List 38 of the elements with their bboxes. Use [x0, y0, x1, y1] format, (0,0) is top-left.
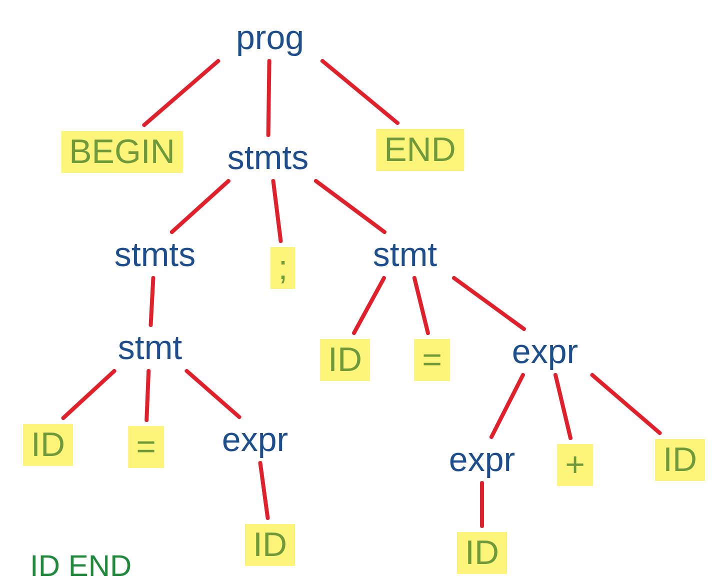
- nonterminal-symbol: prog: [236, 21, 304, 55]
- nonterminal-symbol: stmts: [114, 238, 196, 272]
- terminal-token: ID: [457, 532, 507, 574]
- nonterminal-symbol: expr: [448, 443, 516, 477]
- nonterminal-symbol: stmt: [118, 331, 182, 365]
- tree-branch: [554, 373, 572, 440]
- tree-branch: [320, 59, 400, 125]
- terminal-token: ID: [23, 424, 73, 466]
- nonterminal-symbol: stmts: [227, 141, 309, 175]
- terminal-token: BEGIN: [61, 131, 183, 173]
- nonterminal-symbol: expr: [512, 335, 578, 369]
- note-text: ID END: [30, 552, 132, 582]
- terminal-token: ID: [655, 439, 705, 481]
- terminal-token: +: [557, 444, 593, 486]
- tree-branch: [258, 461, 270, 520]
- nonterminal-symbol: stmt: [372, 238, 438, 272]
- tree-branch: [412, 276, 430, 335]
- terminal-token: ;: [270, 247, 296, 289]
- terminal-token: ID: [320, 339, 370, 381]
- tree-branch: [170, 179, 230, 234]
- terminal-token: =: [414, 339, 450, 381]
- tree-branch: [314, 179, 386, 234]
- tree-branch: [352, 276, 386, 335]
- tree-branch: [271, 179, 283, 243]
- tree-branch: [184, 369, 242, 419]
- tree-branch: [480, 481, 484, 528]
- terminal-token: END: [376, 129, 464, 171]
- tree-branch: [144, 369, 151, 422]
- tree-branch: [266, 59, 272, 137]
- terminal-token: =: [128, 426, 164, 468]
- tree-branch: [489, 373, 525, 439]
- tree-branch: [142, 59, 220, 127]
- nonterminal-symbol: expr: [222, 423, 288, 457]
- tree-branch: [148, 276, 156, 327]
- tree-branch: [61, 369, 116, 420]
- tree-branch: [590, 373, 662, 435]
- terminal-token: ID: [245, 524, 295, 566]
- tree-branch: [452, 276, 526, 331]
